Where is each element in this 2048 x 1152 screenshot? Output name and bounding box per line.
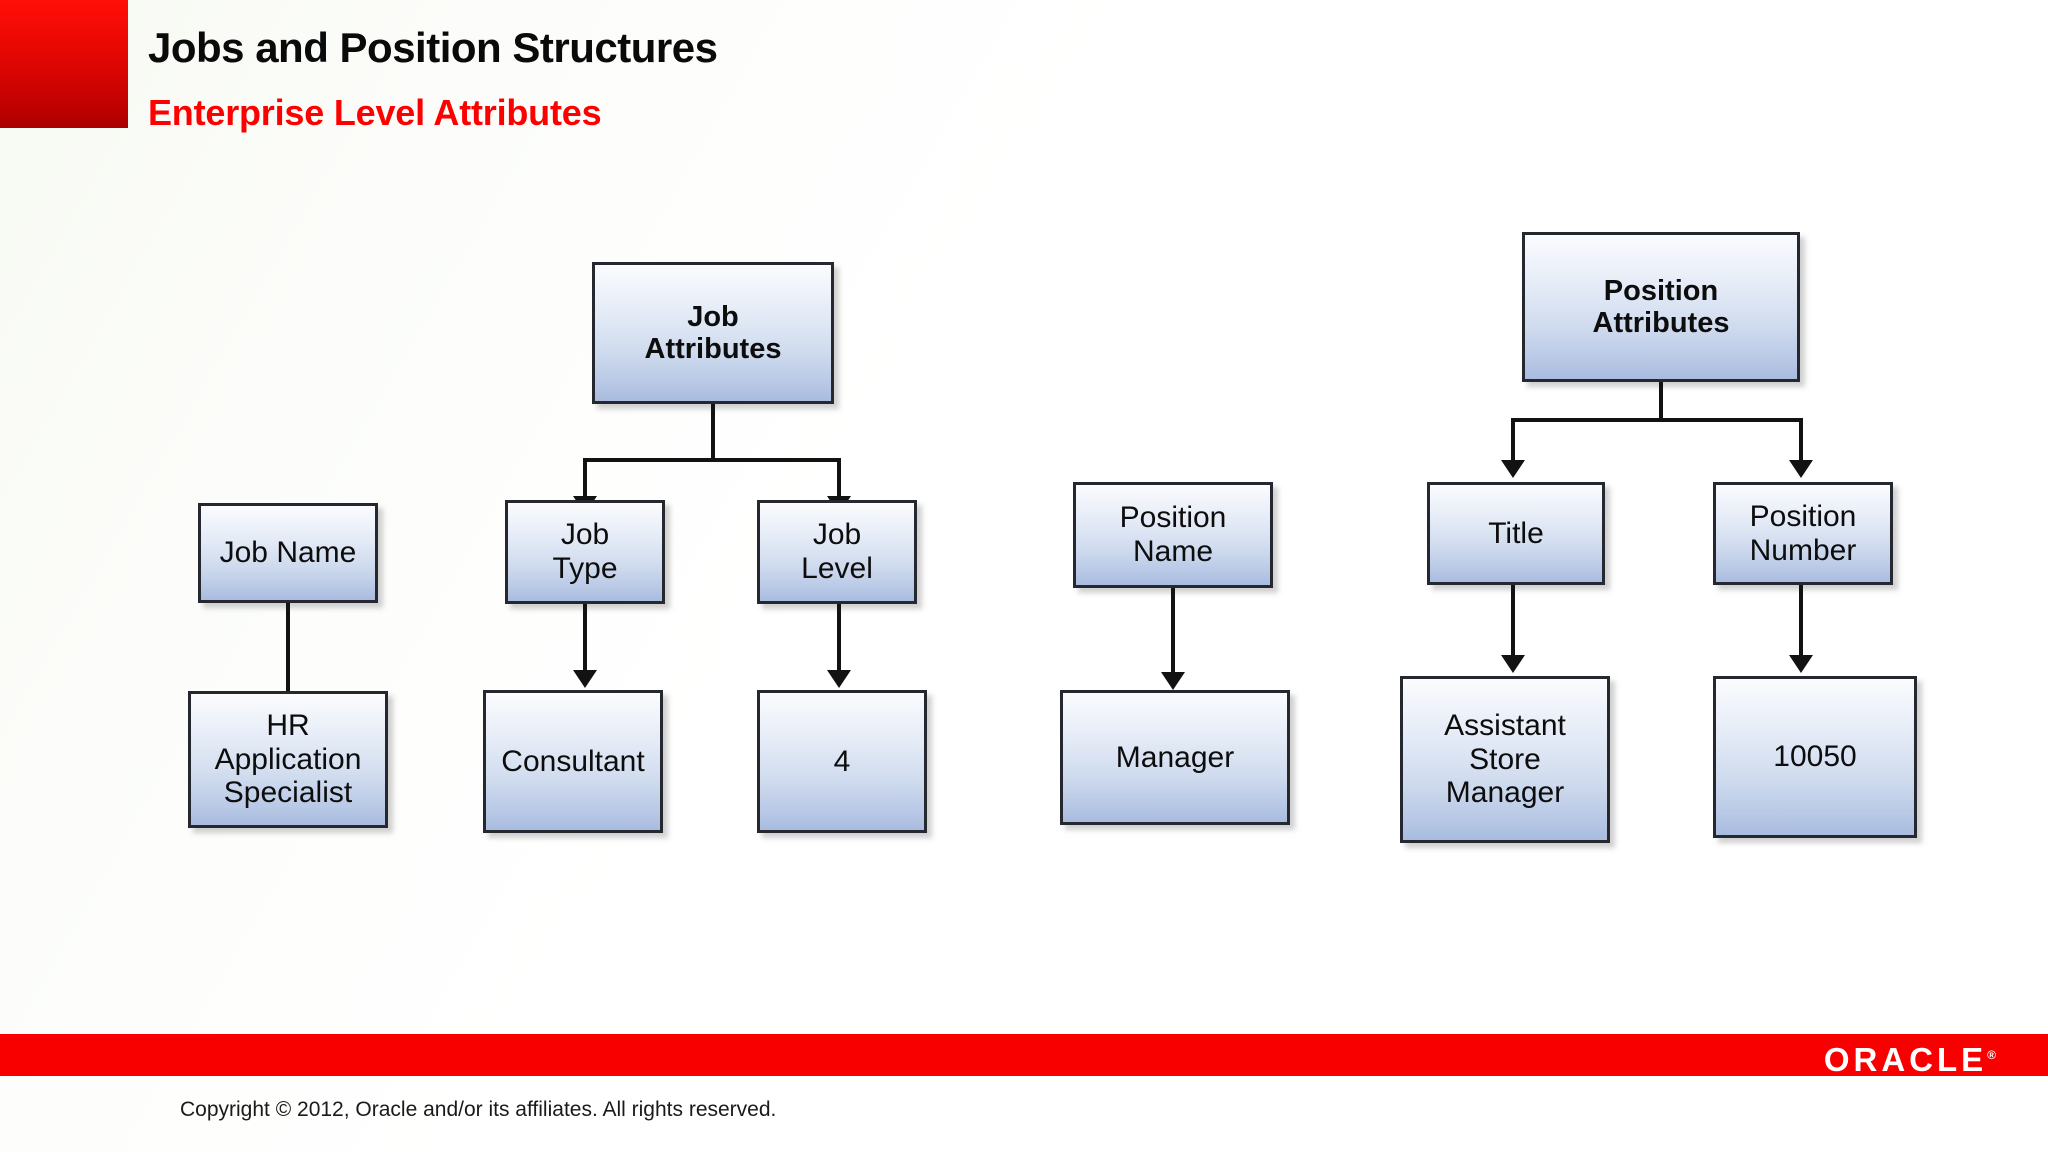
connector-job-type-to-value xyxy=(583,604,587,672)
connector-position-root-stem xyxy=(1659,382,1663,420)
node-position-attributes-line2: Attributes xyxy=(1592,307,1730,339)
oracle-logo: ORACLE® xyxy=(1824,1038,1996,1077)
connector-position-name-to-value xyxy=(1171,588,1175,674)
node-job-type: Job Type xyxy=(505,500,665,604)
node-position-attributes: Position Attributes xyxy=(1522,232,1800,382)
arrowhead-title-value xyxy=(1501,655,1525,673)
connector-job-root-stem xyxy=(711,404,715,460)
node-job-name-label: Job Name xyxy=(219,536,357,570)
node-job-type-line1: Job xyxy=(560,518,610,552)
node-position-number: Position Number xyxy=(1713,482,1893,585)
node-job-type-value: Consultant xyxy=(483,690,663,833)
arrowhead-position-number-value xyxy=(1789,655,1813,673)
node-job-name-value-line3: Specialist xyxy=(223,776,353,810)
node-job-name-value: HR Application Specialist xyxy=(188,691,388,828)
node-job-name: Job Name xyxy=(198,503,378,603)
footer-red-bar xyxy=(0,1034,2048,1076)
connector-title-to-value xyxy=(1511,585,1515,657)
node-job-name-value-line2: Application xyxy=(214,742,362,776)
connector-position-number-drop xyxy=(1799,418,1803,462)
node-job-attributes-line1: Job xyxy=(687,300,739,333)
arrowhead-job-level-value xyxy=(827,670,851,688)
connector-job-level-to-value xyxy=(837,604,841,672)
arrowhead-position-name-value xyxy=(1161,672,1185,690)
page-title: Jobs and Position Structures xyxy=(148,24,718,71)
connector-position-split-bar xyxy=(1511,418,1803,422)
oracle-wordmark: ORACLE xyxy=(1823,1041,1988,1078)
page-subtitle: Enterprise Level Attributes xyxy=(148,92,602,133)
connector-title-drop xyxy=(1511,418,1515,462)
connector-job-type-drop xyxy=(583,458,587,498)
node-position-number-value-label: 10050 xyxy=(1773,740,1857,774)
node-job-level-line1: Job xyxy=(812,518,862,552)
node-job-level-value: 4 xyxy=(757,690,927,833)
connector-position-number-to-value xyxy=(1799,585,1803,657)
node-title-value-line1: Assistant xyxy=(1444,709,1566,743)
node-job-level-value-label: 4 xyxy=(833,744,851,778)
copyright-text: Copyright © 2012, Oracle and/or its affi… xyxy=(180,1098,777,1121)
node-job-attributes: Job Attributes xyxy=(592,262,834,404)
node-job-name-value-line1: HR xyxy=(266,709,310,743)
node-job-type-line2: Type xyxy=(552,552,618,585)
node-title-label: Title xyxy=(1488,516,1544,550)
node-position-name-value: Manager xyxy=(1060,690,1290,825)
arrowhead-job-type-value xyxy=(573,670,597,688)
connector-job-split-bar xyxy=(583,458,841,462)
node-position-number-line2: Number xyxy=(1749,533,1857,567)
node-title-value-line3: Manager xyxy=(1445,776,1565,810)
node-title-value-line2: Store xyxy=(1469,742,1541,776)
registered-trademark-icon: ® xyxy=(1987,1048,1996,1062)
node-job-level-line2: Level xyxy=(801,552,873,585)
node-position-number-value: 10050 xyxy=(1713,676,1917,838)
node-job-level: Job Level xyxy=(757,500,917,604)
arrowhead-position-number xyxy=(1789,460,1813,478)
node-title-value: Assistant Store Manager xyxy=(1400,676,1610,843)
node-job-type-value-label: Consultant xyxy=(501,744,645,778)
connector-job-name-to-value xyxy=(286,603,290,691)
node-position-name-line1: Position xyxy=(1119,501,1227,535)
red-corner-block xyxy=(0,0,128,128)
node-position-name-value-label: Manager xyxy=(1115,740,1235,774)
node-position-attributes-line1: Position xyxy=(1603,274,1719,307)
node-job-attributes-line2: Attributes xyxy=(644,333,782,365)
node-position-name-line2: Name xyxy=(1132,535,1214,568)
node-position-number-line1: Position xyxy=(1749,499,1857,533)
connector-job-level-drop xyxy=(837,458,841,498)
node-position-name: Position Name xyxy=(1073,482,1273,588)
arrowhead-title xyxy=(1501,460,1525,478)
node-title: Title xyxy=(1427,482,1605,585)
